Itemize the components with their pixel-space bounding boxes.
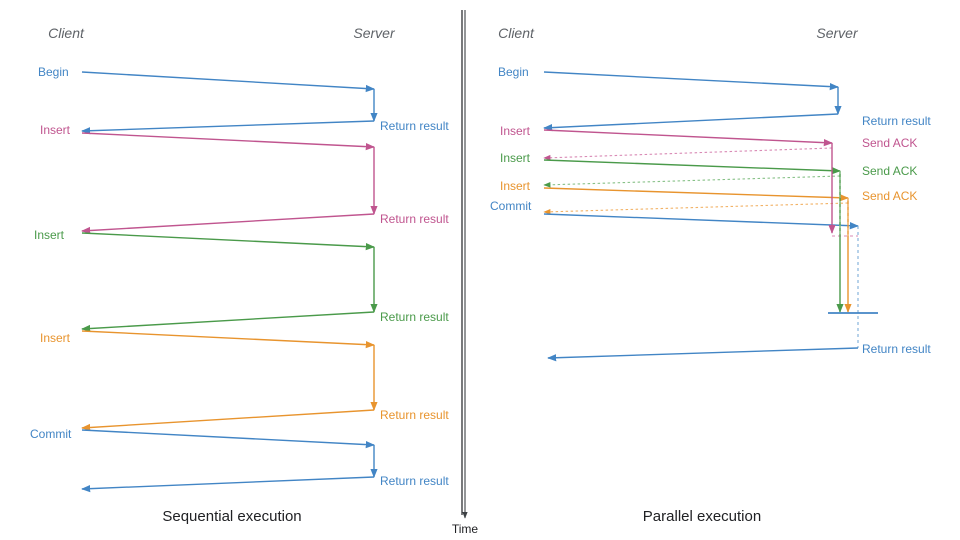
message-arrow-request	[543, 213, 859, 230]
message-parallel-begin-request: Begin	[498, 65, 839, 91]
message-arrow-request	[543, 159, 841, 175]
panel-caption-sequential: Sequential execution	[162, 508, 301, 525]
message-parallel-commit-return: Return result	[547, 342, 931, 362]
message-arrow-response	[81, 409, 375, 432]
message-label-insert3-request: Insert	[500, 179, 531, 193]
message-arrow-ack	[543, 202, 849, 215]
message-label-insert2-request: Insert	[500, 151, 531, 165]
message-label-begin-return: Return result	[862, 114, 931, 128]
message-label-insert2-return: Return result	[380, 310, 449, 324]
message-sequential-begin-return: Return result	[81, 119, 449, 135]
message-sequential-commit-return: Return result	[81, 474, 449, 493]
message-parallel-ack1: Send ACK	[543, 136, 917, 161]
time-axis-layer: Time	[452, 10, 479, 536]
message-arrow-response	[81, 213, 375, 235]
message-label-insert2-request: Insert	[34, 228, 65, 242]
panel-caption-parallel: Parallel execution	[643, 508, 761, 525]
message-label-commit-request: Commit	[490, 199, 532, 213]
message-label-commit-return: Return result	[380, 474, 449, 488]
message-arrow-request	[81, 71, 375, 93]
message-sequential-begin-request: Begin	[38, 65, 375, 93]
message-parallel-ack2: Send ACK	[543, 164, 917, 188]
message-parallel-insert1-request: Insert	[500, 124, 833, 147]
message-arrow-ack	[543, 175, 841, 188]
message-arrow-response	[547, 347, 859, 362]
message-sequential-insert3-request: Insert	[40, 330, 375, 349]
message-arrow-request	[543, 187, 849, 202]
time-axis-label: Time	[452, 522, 479, 536]
message-label-begin-request: Begin	[498, 65, 529, 79]
message-sequential-insert2-return: Return result	[81, 310, 449, 333]
message-arrow-request	[81, 429, 375, 449]
message-sequential-commit-request: Commit	[30, 427, 375, 449]
message-sequential-insert2-request: Insert	[34, 228, 375, 251]
message-sequential-insert3-return: Return result	[81, 408, 449, 432]
message-label-insert1-request: Insert	[500, 124, 531, 138]
message-label-insert3-request: Insert	[40, 331, 71, 345]
message-sequential-insert1-request: Insert	[40, 123, 375, 151]
message-label-commit-request: Commit	[30, 427, 72, 441]
lane-title-client: Client	[498, 25, 535, 41]
message-arrow-request	[81, 132, 375, 151]
lane-title-client: Client	[48, 25, 85, 41]
message-arrow-ack	[543, 147, 833, 161]
message-arrow-request	[543, 129, 833, 147]
message-label-ack1: Send ACK	[862, 136, 917, 150]
message-parallel-begin-return: Return result	[543, 113, 931, 132]
message-label-insert3-return: Return result	[380, 408, 449, 422]
message-parallel-ack3: Send ACK	[543, 189, 917, 215]
message-arrow-request	[543, 71, 839, 91]
message-label-begin-request: Begin	[38, 65, 69, 79]
message-parallel-insert2-request: Insert	[500, 151, 841, 175]
message-parallel-insert3-request: Insert	[500, 179, 849, 202]
message-label-ack2: Send ACK	[862, 164, 917, 178]
lane-title-server: Server	[816, 25, 859, 41]
message-parallel-commit-request: Commit	[490, 199, 859, 230]
message-label-ack3: Send ACK	[862, 189, 917, 203]
message-arrow-response	[81, 311, 375, 333]
message-arrow-response	[81, 476, 375, 493]
message-arrow-response	[543, 113, 839, 132]
message-arrow-request	[81, 330, 375, 349]
lane-title-server: Server	[353, 25, 396, 41]
message-arrow-response	[81, 120, 375, 135]
message-arrow-request	[81, 232, 375, 251]
message-label-begin-return: Return result	[380, 119, 449, 133]
message-label-commit-return: Return result	[862, 342, 931, 356]
message-sequential-insert1-return: Return result	[81, 212, 449, 235]
message-label-insert1-return: Return result	[380, 212, 449, 226]
message-label-insert1-request: Insert	[40, 123, 71, 137]
